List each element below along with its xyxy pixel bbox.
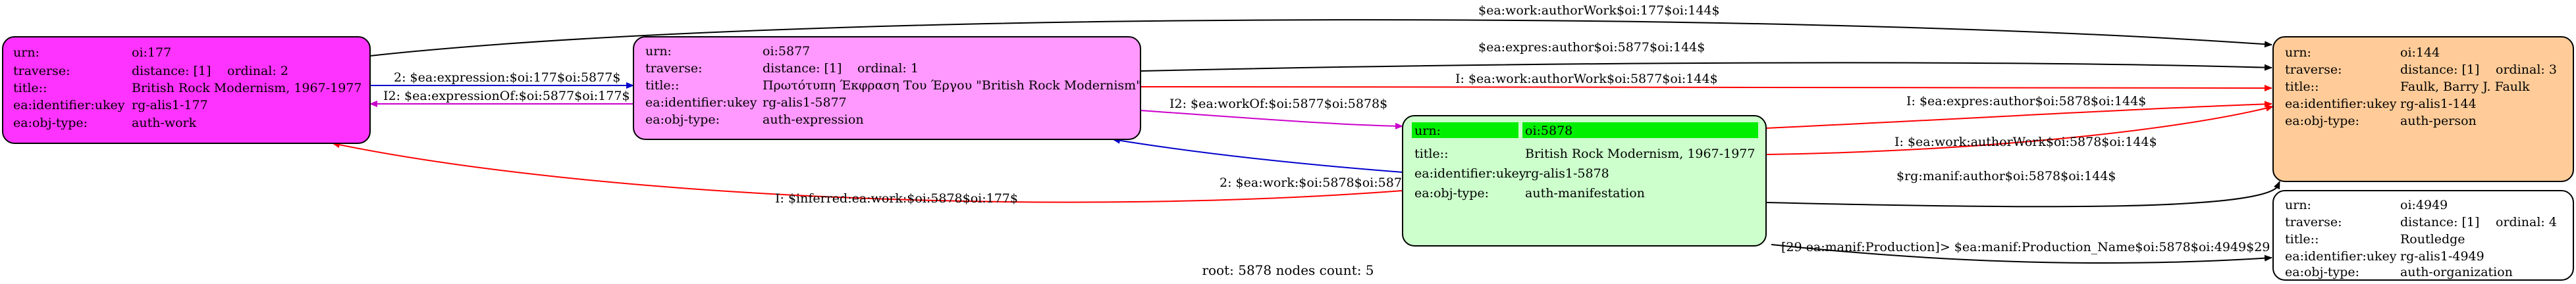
row-key: ea:identifier:ukey: [13, 98, 125, 112]
edge-labels: $ea:work:authorWork$oi:177$oi:144$ $ea:e…: [383, 3, 2270, 254]
edge-label: I2: $ea:expressionOf:$oi:5877$oi:177$: [383, 89, 630, 103]
node-box: [2, 36, 371, 144]
row-extra: ordinal: 1: [857, 61, 919, 76]
edge-5878-177-inferred-work: [332, 141, 1403, 203]
row-key: title::: [2285, 80, 2319, 94]
edge-label: 2: $ea:work:$oi:5878$oi:5877$: [1220, 176, 1418, 190]
row-key: traverse:: [2285, 215, 2342, 229]
row-value: Routledge: [2400, 232, 2465, 247]
edges: [332, 19, 2280, 264]
row-value: oi:144: [2400, 45, 2440, 60]
row-key: ea:obj-type:: [645, 112, 720, 127]
edge-label: [29 ea:manif:Production]> $ea:manif:Prod…: [1781, 240, 2270, 254]
row-value: auth-organization: [2400, 265, 2513, 279]
row-key: traverse:: [645, 61, 703, 76]
edge-label: 2: $ea:expression:$oi:177$oi:5877$: [394, 70, 620, 85]
row-value: rg-alis1-5877: [763, 95, 847, 110]
row-value: distance: [1]: [132, 64, 211, 78]
row-value: oi:5878: [1525, 124, 1572, 138]
edge-5878-144-manif-author: [1765, 181, 2280, 208]
row-key: traverse:: [2285, 62, 2342, 77]
row-extra: ordinal: 4: [2496, 215, 2557, 229]
row-extra: ordinal: 2: [227, 64, 288, 78]
row-key: ea:identifier:ukey: [1414, 166, 1526, 181]
row-key: title::: [1414, 147, 1448, 161]
row-value: rg-alis1-5878: [1525, 166, 1609, 181]
row-key: ea:obj-type:: [2285, 265, 2359, 279]
edge-5878-144-authorwork: [1765, 105, 2274, 155]
edge-5878-5877-work: [1112, 137, 1403, 173]
row-key: title::: [13, 81, 47, 95]
row-value: rg-alis1-144: [2400, 97, 2477, 111]
node-box: [633, 36, 1141, 140]
row-value: auth-manifestation: [1525, 186, 1645, 201]
edge-5878-4949-production: [1771, 244, 2272, 264]
row-value: distance: [1]: [2400, 62, 2479, 77]
node-box: [2272, 36, 2574, 182]
edge-label: I: $ea:work:authorWork$oi:5878$oi:144$: [1894, 135, 2157, 149]
row-key: ea:identifier:ukey: [2285, 249, 2397, 264]
edge-label: $ea:work:authorWork$oi:177$oi:144$: [1478, 3, 1720, 18]
node-manifestation-5878[interactable]: urn: oi:5878 title:: British Rock Modern…: [1402, 115, 1767, 247]
urn-highlight: [1412, 122, 1518, 138]
row-key: urn:: [1414, 124, 1441, 138]
node-box: [1402, 115, 1767, 247]
row-value: rg-alis1-4949: [2400, 249, 2484, 264]
node-expression-5877[interactable]: urn: oi:5877 traverse: distance: [1] ord…: [633, 36, 1142, 140]
row-key: title::: [2285, 232, 2319, 247]
node-work-177[interactable]: urn: oi:177 traverse: distance: [1] ordi…: [2, 36, 371, 144]
row-value: British Rock Modernism, 1967-1977: [132, 81, 362, 95]
row-value: Πρωτότυπη Έκφραση Του Έργου "British Roc…: [763, 78, 1142, 93]
node-person-144[interactable]: urn: oi:144 traverse: distance: [1] ordi…: [2272, 36, 2574, 182]
node-box: [2272, 190, 2574, 281]
row-value: distance: [1]: [2400, 215, 2479, 229]
row-extra: ordinal: 3: [2496, 62, 2557, 77]
row-key: urn:: [13, 45, 40, 60]
row-value: oi:177: [132, 45, 171, 60]
row-key: traverse:: [13, 64, 70, 78]
row-key: ea:identifier:ukey: [645, 95, 757, 110]
edge-label: I: $ea:work:authorWork$oi:5877$oi:144$: [1455, 72, 1718, 86]
edge-5878-144-expres-author: [1765, 101, 2272, 129]
row-value: oi:5877: [763, 44, 810, 59]
row-key: urn:: [645, 44, 672, 59]
row-key: ea:obj-type:: [13, 116, 88, 130]
row-value: British Rock Modernism, 1967-1977: [1525, 147, 1755, 161]
edge-label: $rg:manif:author$oi:5878$oi:144$: [1896, 169, 2116, 183]
row-value: oi:4949: [2400, 198, 2448, 212]
row-key: title::: [645, 78, 679, 93]
edge-5877-144-inferred-authorwork: [1140, 84, 2272, 91]
edge-label: I: $inferred:ea:work:$oi:5878$oi:177$: [775, 191, 1018, 206]
row-value: auth-expression: [763, 112, 864, 127]
row-value: distance: [1]: [763, 61, 842, 76]
row-key: ea:obj-type:: [1414, 186, 1489, 201]
row-value: auth-work: [132, 116, 197, 130]
edge-5877-144-expres-author: [1140, 62, 2272, 72]
edge-label: I2: $ea:workOf:$oi:5877$oi:5878$: [1169, 97, 1387, 111]
row-value: auth-person: [2400, 114, 2477, 128]
row-key: urn:: [2285, 198, 2311, 212]
node-organization-4949[interactable]: urn: oi:4949 traverse: distance: [1] ord…: [2272, 190, 2574, 281]
edge-5877-5878-workof: [1140, 110, 1403, 130]
row-value: Faulk, Barry J. Faulk: [2400, 80, 2530, 94]
edge-label: $ea:expres:author$oi:5877$oi:144$: [1478, 40, 1705, 55]
urn-highlight: [1522, 122, 1758, 138]
edge-177-144-authorwork: [369, 19, 2272, 57]
row-key: ea:identifier:ukey: [2285, 97, 2397, 111]
row-value: rg-alis1-177: [132, 98, 208, 112]
row-key: urn:: [2285, 45, 2311, 60]
edge-label: I: $ea:expres:author$oi:5878$oi:144$: [1906, 94, 2146, 108]
row-key: ea:obj-type:: [2285, 114, 2359, 128]
graph-caption: root: 5878 nodes count: 5: [1202, 262, 1374, 278]
